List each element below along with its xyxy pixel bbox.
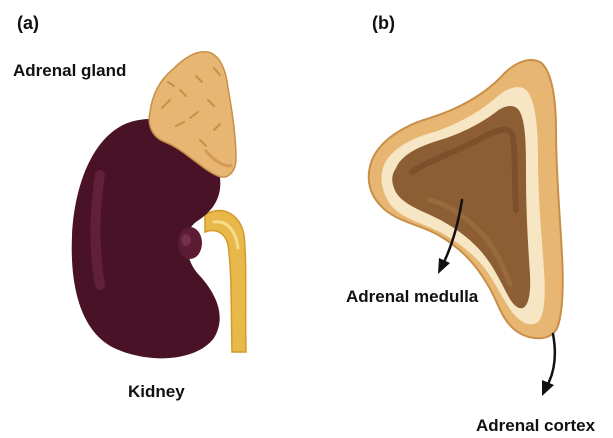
panel-a-illustration: [72, 52, 246, 359]
cortex-arrow: [548, 334, 555, 384]
adrenal-gland-label: Adrenal gland: [13, 62, 126, 79]
adrenal-medulla-label: Adrenal medulla: [346, 288, 478, 305]
kidney-label: Kidney: [128, 383, 185, 400]
panel-b-illustration: [369, 60, 563, 396]
medulla-arrowhead: [438, 258, 450, 274]
panel-b-label: (b): [372, 14, 395, 32]
adrenal-cortex-label: Adrenal cortex: [476, 417, 595, 434]
